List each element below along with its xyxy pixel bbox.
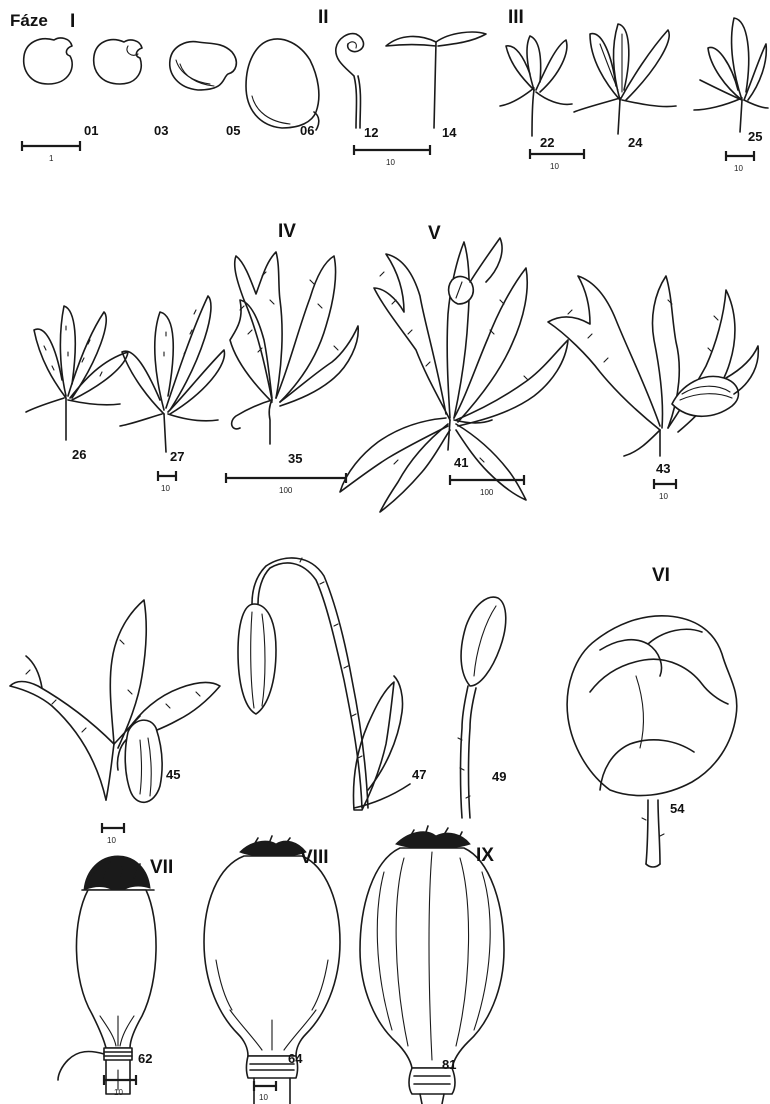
seed-drawing-01 [24,38,72,84]
plant-drawing-45 [10,600,220,802]
stage-label-05: 05 [226,124,240,137]
scale-label-6: 100 [279,487,292,495]
seedling-drawing-24 [574,24,676,134]
seed-drawing-03 [94,40,142,84]
scale-label-5: 10 [161,485,170,493]
plant-drawing-26 [26,306,128,440]
phase-label-vii: VII [150,858,173,877]
phase-label-i: I [70,12,75,31]
scale-label-11: 10 [259,1094,268,1102]
phase-label-ix: IX [476,846,494,865]
stage-label-43: 43 [656,462,670,475]
scale-bar-6 [226,473,346,483]
phase-label-viii: VIII [300,848,329,867]
stage-label-01: 01 [84,124,98,137]
scale-label-3: 10 [550,163,559,171]
scale-label-7: 100 [480,489,493,497]
phase-label-iv: IV [278,222,296,241]
phase-label-v: V [428,224,441,243]
scale-bar-5 [158,471,176,481]
plant-drawing-43 [548,276,758,456]
plant-drawing-35 [230,252,358,444]
scale-label-8: 10 [659,493,668,501]
stage-label-24: 24 [628,136,642,149]
stage-label-27: 27 [170,450,184,463]
stage-label-81: 81 [442,1058,456,1071]
stage-label-47: 47 [412,768,426,781]
figure-heading: Fáze [10,12,48,29]
stage-label-22: 22 [540,136,554,149]
stage-label-64: 64 [288,1052,302,1065]
scale-bar-4 [726,151,754,161]
scale-bar-3 [530,149,584,159]
stage-label-14: 14 [442,126,456,139]
scale-bar-1 [22,141,80,151]
stage-label-25: 25 [748,130,762,143]
seed-drawing-05 [170,42,237,90]
scale-bar-2 [354,145,430,155]
capsule-drawing-64 [204,836,340,1104]
stage-label-06: 06 [300,124,314,137]
scale-bar-8 [654,479,676,489]
stage-label-62: 62 [138,1052,152,1065]
seedling-drawing-25 [694,18,768,132]
phase-label-vi: VI [652,566,670,585]
seed-drawing-06 [246,39,319,130]
seedling-drawing-12 [336,34,364,128]
scale-label-9: 10 [107,837,116,845]
scale-label-1: 1 [49,155,53,163]
stage-label-54: 54 [670,802,684,815]
scale-label-4: 10 [734,165,743,173]
phase-label-iii: III [508,8,524,27]
stage-label-12: 12 [364,126,378,139]
scale-bar-10 [104,1075,136,1085]
scale-label-2: 10 [386,159,395,167]
stage-label-03: 03 [154,124,168,137]
capsule-drawing-81 [360,826,504,1104]
scale-bar-11 [254,1081,276,1091]
plant-drawing-41 [340,238,568,512]
stage-label-49: 49 [492,770,506,783]
plant-drawing-49 [458,597,506,818]
seedling-drawing-22 [500,36,572,136]
plant-drawing-47 [238,558,410,810]
stage-label-45: 45 [166,768,180,781]
plant-drawing-27 [120,296,224,452]
scale-label-10: 10 [114,1089,123,1097]
stage-label-26: 26 [72,448,86,461]
stage-label-41: 41 [454,456,468,469]
scale-bar-9 [102,823,124,833]
stage-label-35: 35 [288,452,302,465]
seedling-drawing-14 [386,32,486,128]
phase-label-ii: II [318,8,329,27]
flower-drawing-54 [567,616,737,867]
